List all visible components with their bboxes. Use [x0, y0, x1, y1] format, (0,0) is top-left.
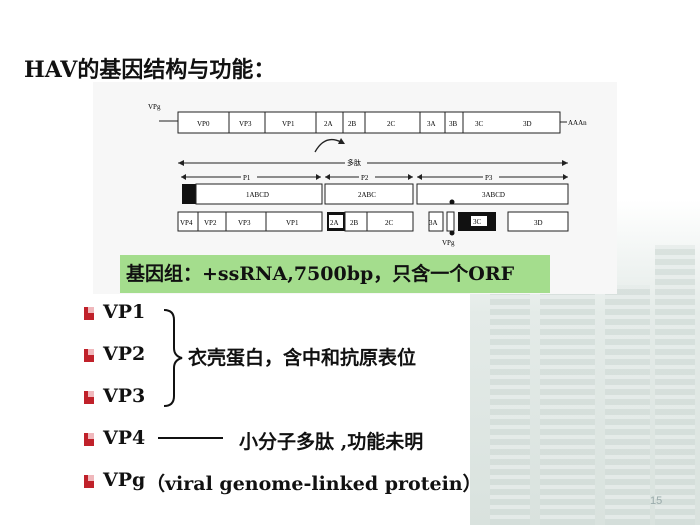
product-2b: 2B: [350, 219, 359, 227]
product-2a: 2A: [330, 219, 339, 227]
genome-seg-2b: 2B: [348, 120, 357, 128]
genome-caption: 基因组：+ssRNA,7500bp，只含一个ORF: [120, 255, 550, 293]
bullet-label: VP2: [103, 343, 146, 365]
product-3c: 3C: [473, 218, 482, 226]
genome-seg-vp0: VP0: [197, 120, 210, 128]
product-vp2: VP2: [204, 219, 217, 227]
product-3a: 3A: [429, 219, 438, 227]
bullet-marker-icon: [84, 307, 94, 320]
product-3d: 3D: [534, 219, 543, 227]
vp4-description: 小分子多肽 ,功能未明: [239, 431, 424, 453]
polyprotein-label: 多肽: [347, 158, 361, 167]
genome-diagram-svg: VPg VP0 VP3 VP1 2A 2B 2C 3A 3B 3C 3D AAA…: [148, 103, 587, 247]
vpg-label: VPg: [442, 239, 455, 247]
genome-seg-2a: 2A: [324, 120, 333, 128]
coat-protein-description: 衣壳蛋白，含中和抗原表位: [188, 347, 417, 369]
region-p1-label: P1: [243, 174, 251, 182]
bullet-marker-icon: [84, 349, 94, 362]
product-2c: 2C: [385, 219, 394, 227]
bullet-label: VP1: [103, 301, 146, 323]
region-p2-label: P2: [361, 174, 369, 182]
genome-start-label: VPg: [148, 103, 161, 111]
page-number: 15: [650, 495, 663, 507]
genome-seg-3b: 3B: [449, 120, 458, 128]
bullet-label: VP4: [103, 427, 146, 449]
slide-title: HAV的基因结构与功能：: [24, 57, 276, 83]
bullet-marker-icon: [84, 433, 94, 446]
product-vp3: VP3: [238, 219, 251, 227]
precursor-3abcd: 3ABCD: [482, 191, 505, 199]
genome-seg-2c: 2C: [387, 120, 396, 128]
genome-seg-3c: 3C: [475, 120, 484, 128]
bullet-label: VPg: [103, 469, 146, 491]
genome-seg-vp3: VP3: [239, 120, 252, 128]
bullet-marker-icon: [84, 391, 94, 404]
vp4-dash-line: [158, 437, 223, 439]
genome-seg-3a: 3A: [427, 120, 436, 128]
product-vp1: VP1: [286, 219, 299, 227]
genome-seg-3d: 3D: [523, 120, 532, 128]
product-vp4: VP4: [180, 219, 193, 227]
bullet-label: VP3: [103, 385, 146, 407]
region-p3-label: P3: [485, 174, 493, 182]
genome-seg-vp1: VP1: [282, 120, 295, 128]
vpg-description: （viral genome-linked protein）: [146, 473, 482, 495]
precursor-2abc: 2ABC: [358, 191, 376, 199]
curly-brace-icon: [163, 309, 183, 407]
genome-end-label: AAAn: [568, 119, 587, 127]
precursor-1abcd: 1ABCD: [246, 191, 269, 199]
bullet-marker-icon: [84, 475, 94, 488]
